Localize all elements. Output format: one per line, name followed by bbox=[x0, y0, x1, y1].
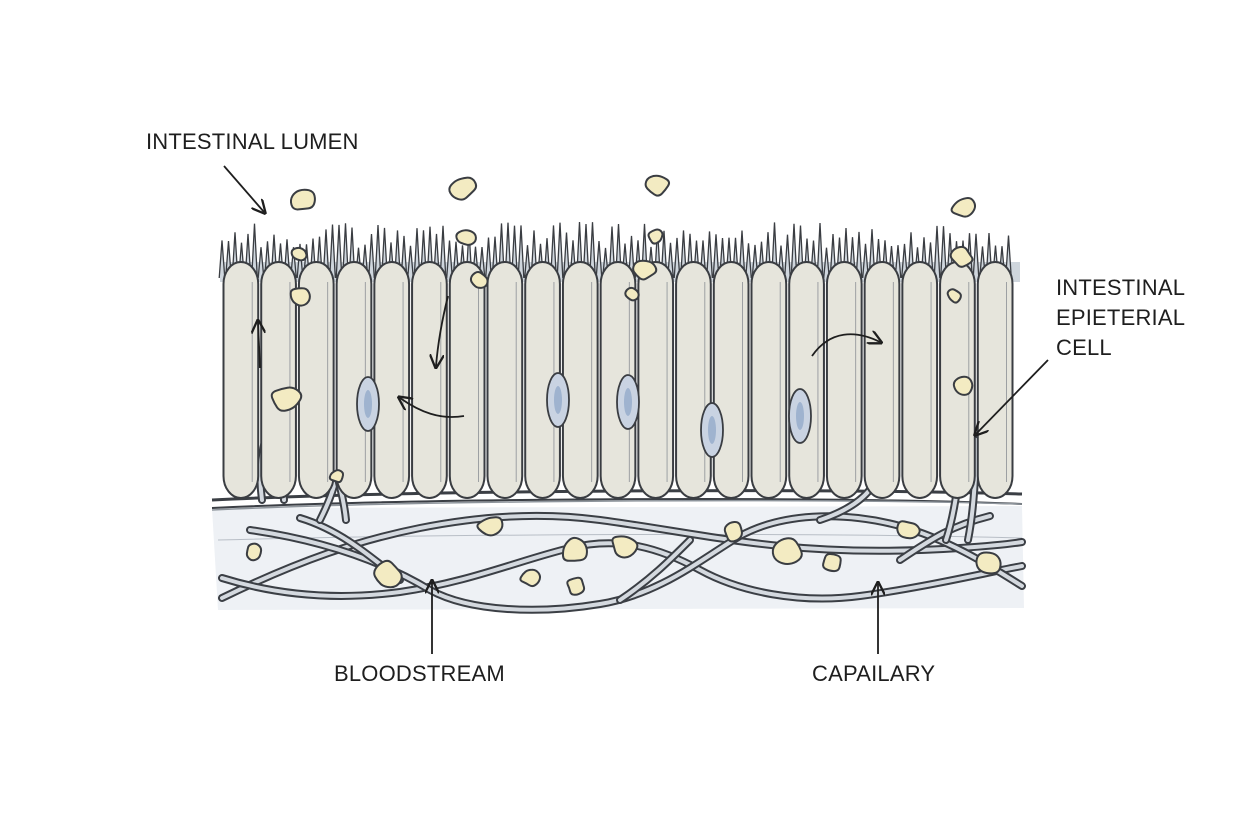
nutrient-particle bbox=[624, 286, 640, 302]
nutrient-particle bbox=[270, 386, 303, 412]
label-intestinal-lumen: INTESTINAL LUMEN bbox=[146, 129, 359, 154]
epithelial-cell bbox=[901, 261, 939, 499]
nutrient-particles bbox=[245, 174, 1002, 596]
nutrient-particle bbox=[896, 520, 921, 540]
nutrient-particle bbox=[723, 520, 743, 543]
epithelial-cell bbox=[561, 261, 599, 499]
lumen-leader-arrow bbox=[223, 165, 264, 212]
epithelial-cell bbox=[448, 261, 486, 499]
capillary-vessel-lumen bbox=[898, 514, 992, 562]
transport-arrow-right bbox=[811, 334, 880, 357]
label-capillary: CAPAILARY bbox=[812, 661, 935, 686]
epithelial-cell bbox=[373, 261, 411, 499]
basement-membrane-shadow bbox=[211, 499, 1023, 511]
capillary-vessel-lumen bbox=[618, 538, 692, 602]
nutrient-particle bbox=[644, 174, 671, 197]
epithelial-cell bbox=[976, 261, 1014, 499]
nutrient-particle bbox=[245, 542, 263, 562]
transport-arrows bbox=[258, 295, 880, 418]
capillary-vessel-lumen bbox=[220, 513, 1024, 600]
cell-leader-arrow bbox=[976, 359, 1049, 434]
epithelial-cell bbox=[411, 261, 448, 499]
epithelial-cell bbox=[863, 261, 901, 499]
nutrient-particle bbox=[952, 375, 974, 396]
nucleolus bbox=[796, 402, 804, 430]
nutrient-particle bbox=[950, 197, 977, 218]
nutrient-particle bbox=[289, 188, 316, 211]
nutrient-particle bbox=[566, 576, 586, 596]
nutrient-particle bbox=[949, 245, 974, 268]
epithelial-cell-row bbox=[222, 261, 1014, 499]
nutrient-particle bbox=[822, 553, 842, 573]
diagram-labels: INTESTINAL LUMEN INTESTINAL EPIETERIAL C… bbox=[146, 129, 1185, 686]
transport-arrow-up bbox=[258, 322, 260, 369]
nutrient-particle bbox=[448, 176, 478, 201]
cell-nuclei bbox=[356, 372, 812, 458]
nutrient-particle bbox=[519, 568, 542, 588]
nutrient-particle bbox=[647, 228, 664, 245]
epithelial-cell bbox=[750, 261, 788, 499]
label-bloodstream: BLOODSTREAM bbox=[334, 661, 505, 686]
nucleolus bbox=[554, 386, 562, 414]
nutrient-particle bbox=[328, 469, 345, 484]
epithelial-cell bbox=[297, 261, 335, 499]
epithelial-cell bbox=[637, 261, 675, 499]
nutrient-particle bbox=[373, 559, 403, 589]
epithelial-cell bbox=[486, 261, 524, 499]
label-cell-line-2: EPIETERIAL bbox=[1056, 305, 1185, 330]
transport-arrow-left bbox=[400, 398, 465, 418]
nutrient-particle bbox=[611, 535, 639, 559]
label-cell-line-1: INTESTINAL bbox=[1056, 275, 1185, 300]
epithelial-cell bbox=[675, 261, 712, 499]
leader-arrows bbox=[223, 165, 1049, 654]
nutrient-particle bbox=[946, 288, 962, 304]
label-cell-line-3: CELL bbox=[1056, 335, 1112, 360]
nutrient-particle bbox=[455, 229, 477, 246]
nutrient-particle bbox=[561, 536, 588, 562]
nutrient-particle bbox=[975, 551, 1002, 575]
capillary-vessel-lumen bbox=[966, 438, 978, 542]
nutrient-particle bbox=[289, 287, 311, 307]
epithelial-cell bbox=[712, 261, 750, 499]
transport-arrow-down bbox=[436, 295, 449, 366]
nutrient-particle bbox=[632, 259, 658, 281]
nucleolus bbox=[708, 416, 716, 444]
epithelial-cell bbox=[825, 261, 863, 499]
epithelial-cell bbox=[222, 261, 260, 499]
nucleolus bbox=[624, 388, 632, 416]
nucleolus bbox=[364, 390, 372, 418]
nutrient-particle bbox=[771, 537, 803, 565]
epithelial-cell bbox=[260, 261, 297, 499]
epithelial-cell bbox=[788, 261, 825, 499]
nutrient-particle bbox=[290, 246, 308, 262]
nutrient-particle bbox=[476, 516, 504, 537]
nutrient-particle bbox=[469, 271, 489, 289]
